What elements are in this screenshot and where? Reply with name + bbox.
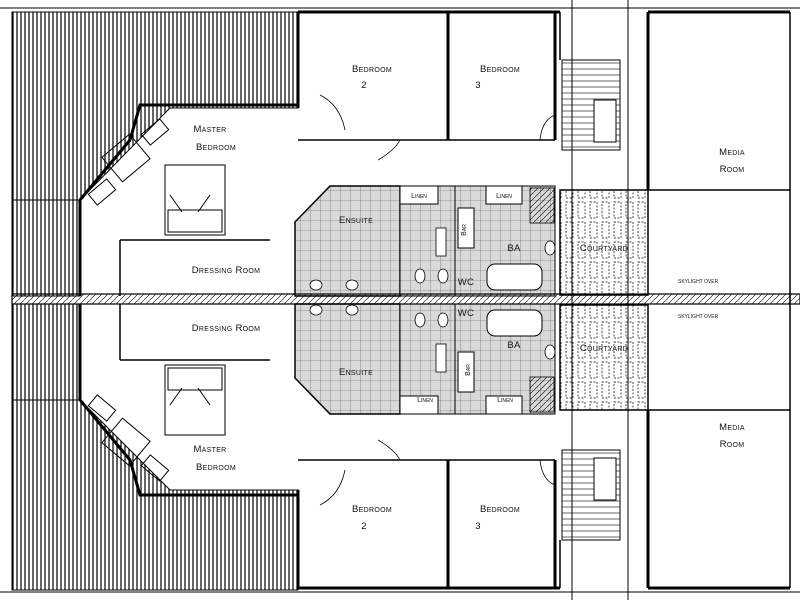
stairs-bottom <box>561 449 621 541</box>
label-wc-bottom: WC <box>458 308 474 319</box>
label-media-top: Media <box>719 147 745 158</box>
label-linen-top-left: Linen <box>411 193 427 200</box>
label-wc-top: WC <box>458 277 474 288</box>
label-bar-bottom: Bar <box>465 364 472 376</box>
label-media-bottom: Media <box>719 422 745 433</box>
label-ensuite-top: Ensuite <box>339 215 373 226</box>
label-bedroom2-top-num: 2 <box>361 80 367 91</box>
master-bed-top <box>164 164 226 236</box>
room-labels: Bedroom 2 Bedroom 3 Master Bedroom Media… <box>192 64 745 532</box>
label-bar-top: Bar <box>461 224 468 236</box>
label-master-top-2: Bedroom <box>196 142 236 153</box>
label-bedroom2-bottom-num: 2 <box>361 521 367 532</box>
label-ensuite-bottom: Ensuite <box>339 367 373 378</box>
master-chairs-bottom <box>87 394 170 482</box>
label-master-bottom-2: Bedroom <box>196 462 236 473</box>
fixtures-top <box>309 185 556 291</box>
label-bedroom2-bottom: Bedroom <box>352 504 392 515</box>
label-ba-bottom: BA <box>507 340 521 351</box>
master-bedroom-walls <box>78 103 298 497</box>
label-media-top-2: Room <box>720 164 745 175</box>
label-media-bottom-2: Room <box>720 439 745 450</box>
master-bed-bottom <box>164 364 226 436</box>
party-wall <box>11 293 800 305</box>
label-dressing-top: Dressing Room <box>192 265 261 276</box>
label-linen-bottom-right: Linen <box>497 397 513 404</box>
label-dressing-bottom: Dressing Room <box>192 323 261 334</box>
label-linen-top-right: Linen <box>496 193 512 200</box>
label-skylight-bottom: SKYLIGHT OVER <box>678 314 719 320</box>
stairs-top <box>561 59 621 151</box>
label-master-top: Master <box>193 124 226 135</box>
fixtures-bottom <box>309 304 556 415</box>
bedroom-walls <box>298 12 557 588</box>
courtyard-top <box>559 189 649 296</box>
courtyard-bottom <box>559 304 649 411</box>
label-bedroom2-top: Bedroom <box>352 64 392 75</box>
label-bedroom3-bottom-num: 3 <box>475 521 481 532</box>
label-master-bottom: Master <box>193 444 226 455</box>
label-ba-top: BA <box>507 243 521 254</box>
media-walls <box>648 189 790 411</box>
label-bedroom3-top: Bedroom <box>480 64 520 75</box>
label-courtyard-top: Courtyard <box>580 243 628 254</box>
label-skylight-top: SKYLIGHT OVER <box>678 279 719 285</box>
master-chairs-top <box>87 118 170 206</box>
label-bedroom3-top-num: 3 <box>475 80 481 91</box>
label-courtyard-bottom: Courtyard <box>580 343 628 354</box>
label-bedroom3-bottom: Bedroom <box>480 504 520 515</box>
label-linen-bottom-left: Linen <box>417 397 433 404</box>
